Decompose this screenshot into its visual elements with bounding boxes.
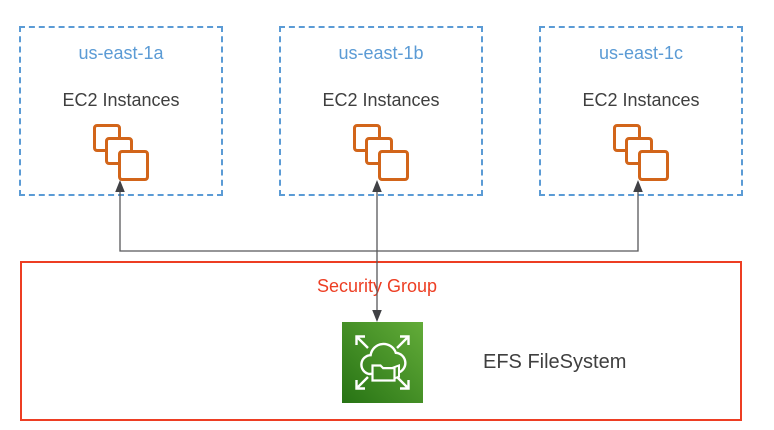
efs-arrow-bottom-left xyxy=(355,376,369,390)
az-region-label: us-east-1b xyxy=(338,43,424,63)
availability-zone-box-2: us-east-1b EC2 Instances xyxy=(279,26,483,196)
efs-icon-background xyxy=(342,322,423,403)
efs-cloud-icon xyxy=(360,342,407,376)
efs-arrow-top-right xyxy=(396,335,410,349)
az-region-label: us-east-1c xyxy=(598,43,684,63)
efs-filesystem-label: EFS FileSystem xyxy=(483,351,627,373)
ec2-instances-icon xyxy=(353,124,410,181)
az-region-label: us-east-1a xyxy=(78,43,164,63)
availability-zone-box-3: us-east-1c EC2 Instances xyxy=(539,26,743,196)
ec2-instances-label: EC2 Instances xyxy=(62,90,180,110)
ec2-square-front xyxy=(378,150,409,181)
ec2-instances-label: EC2 Instances xyxy=(582,90,700,110)
ec2-instances-icon xyxy=(613,124,670,181)
efs-arrow-bottom-right xyxy=(396,376,410,390)
efs-arrow-top-left xyxy=(355,335,369,349)
security-group-box xyxy=(20,261,742,421)
security-group-label: Security Group xyxy=(316,276,438,296)
efs-icon xyxy=(342,322,423,403)
connector-bus-left-right xyxy=(119,189,639,252)
ec2-square-front xyxy=(118,150,149,181)
availability-zone-box-1: us-east-1a EC2 Instances xyxy=(19,26,223,196)
efs-folder-icon xyxy=(371,364,396,382)
ec2-instances-label: EC2 Instances xyxy=(322,90,440,110)
ec2-square-front xyxy=(638,150,669,181)
ec2-instances-icon xyxy=(93,124,150,181)
